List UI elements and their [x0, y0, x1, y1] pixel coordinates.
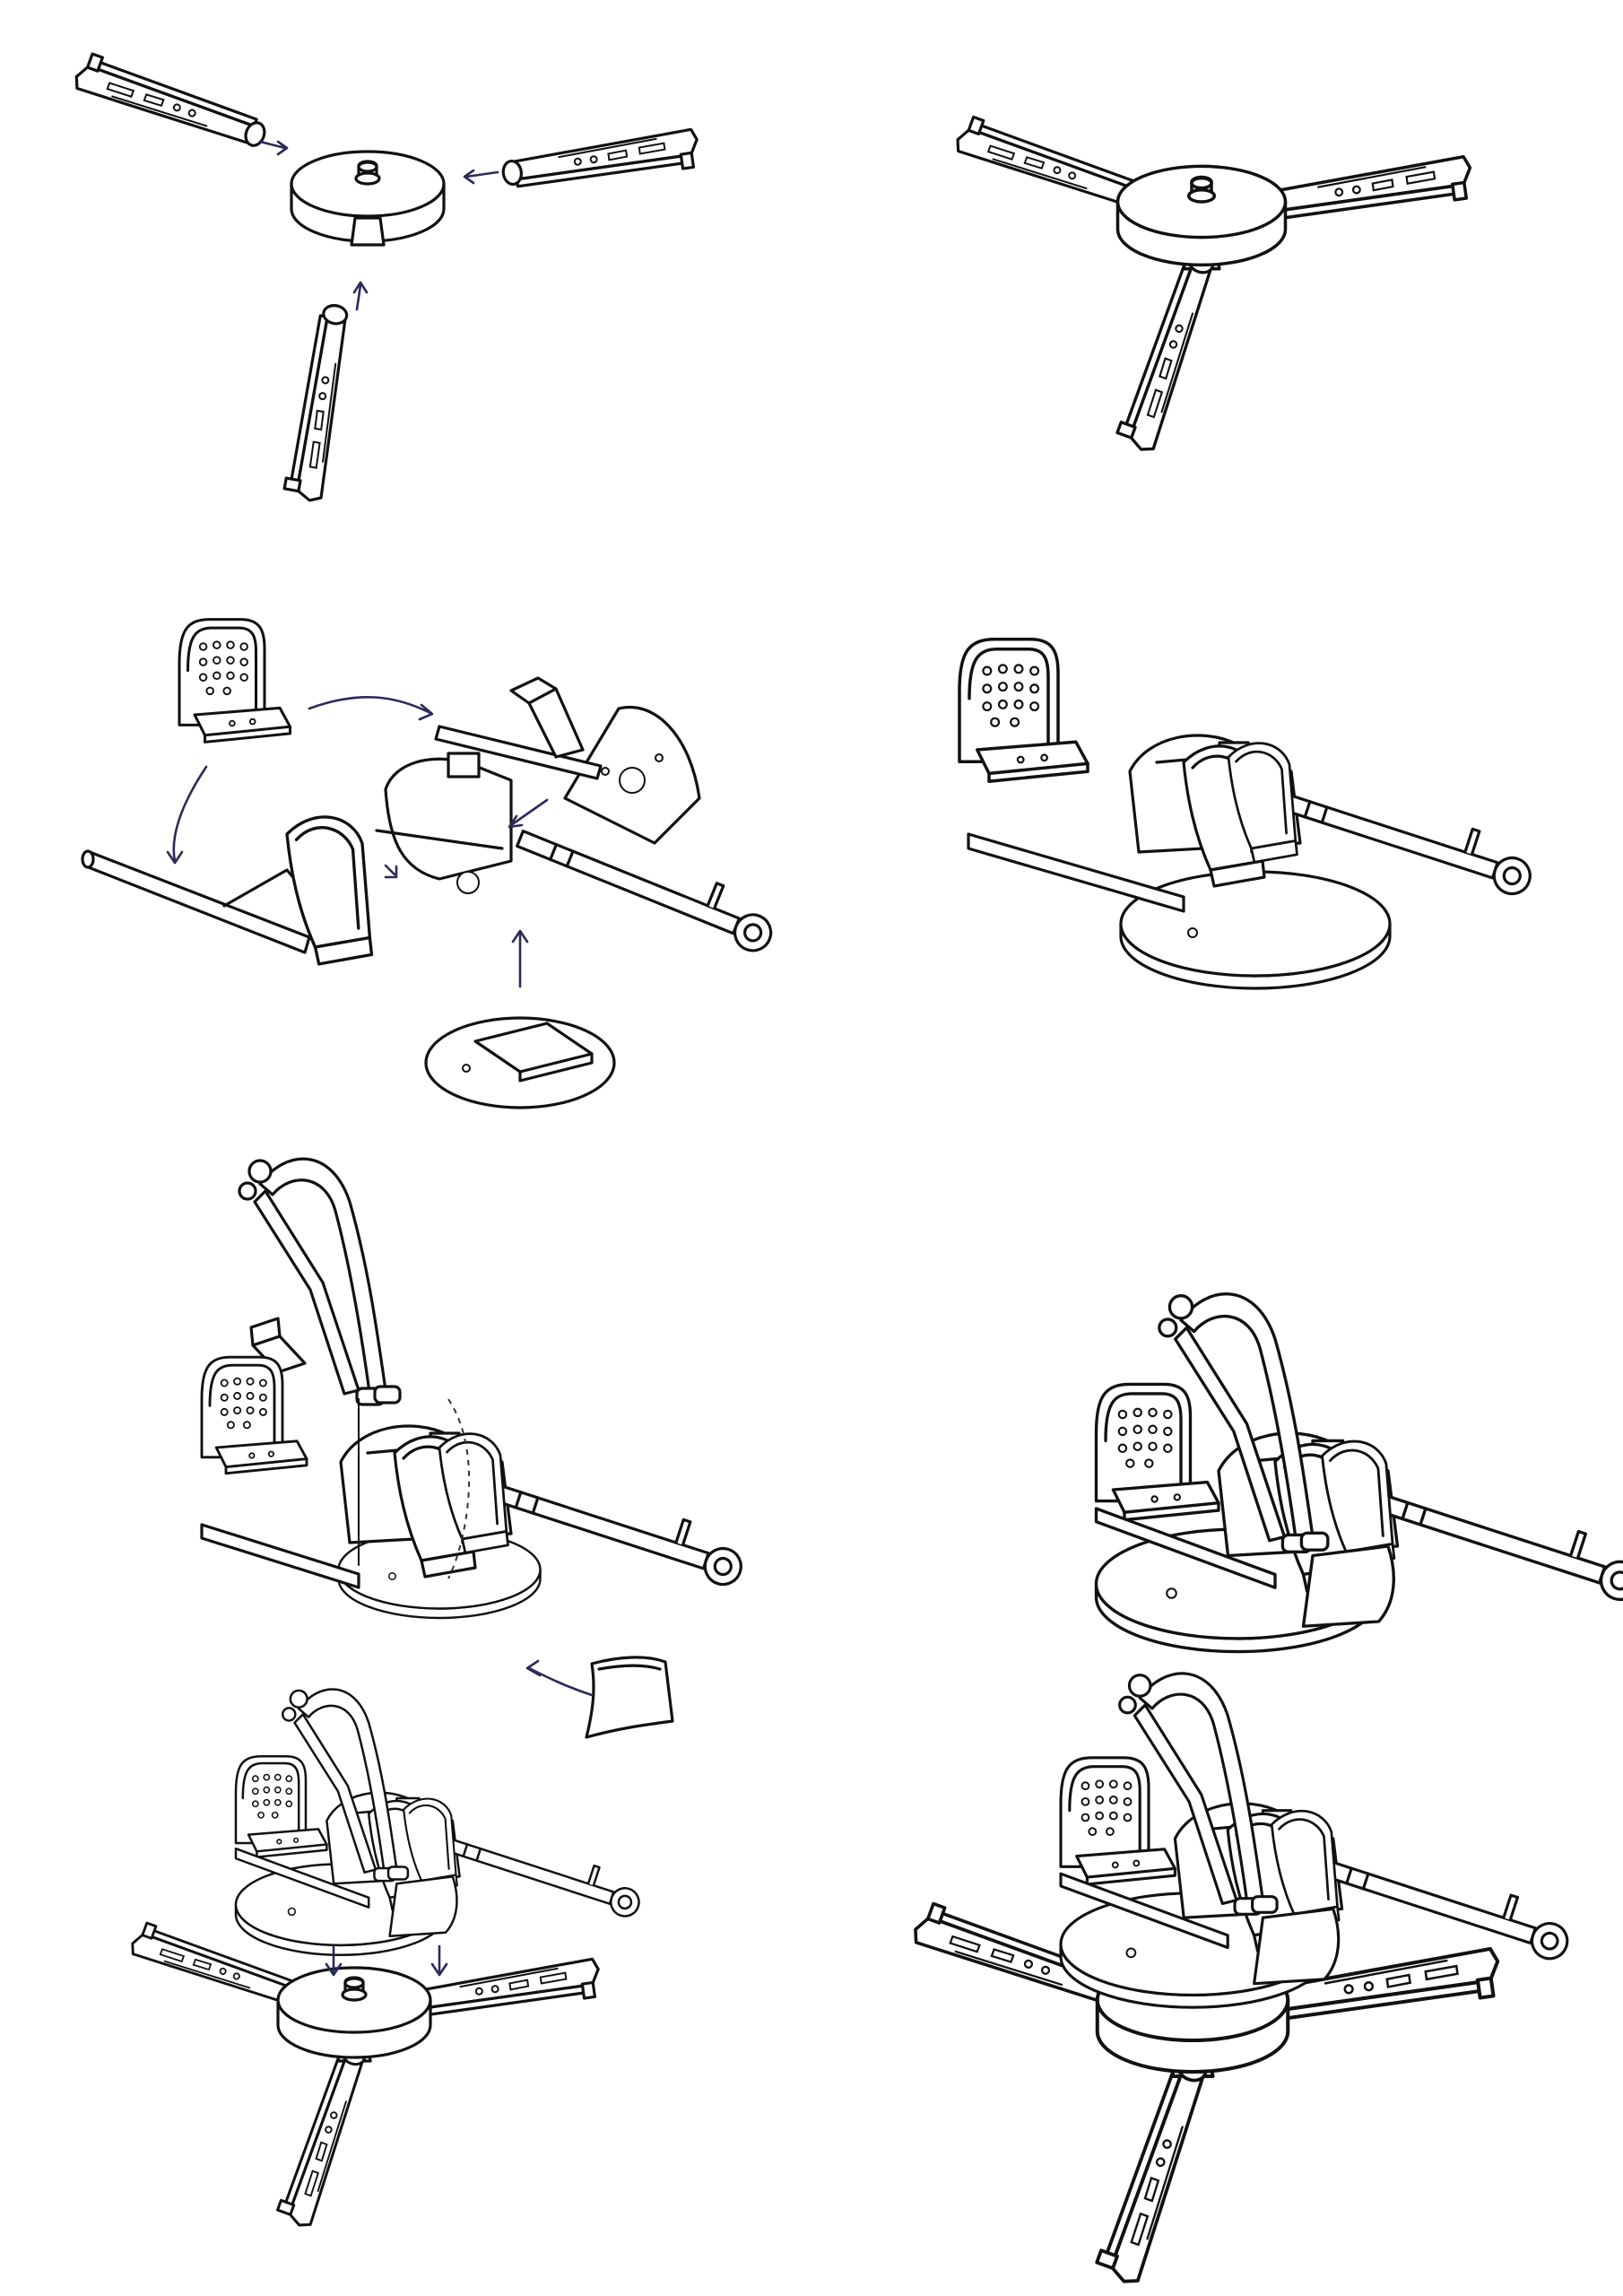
step-4-result-panel	[911, 1674, 1575, 2286]
seat-frame-rail	[81, 849, 311, 954]
assembly-arrows-step-1	[258, 140, 499, 311]
gun-on-platform-assembled	[958, 638, 1539, 990]
gun-assembly-part	[236, 1689, 646, 1954]
platform-disc-part	[424, 1016, 616, 1109]
gun-cradle-part	[375, 752, 513, 894]
step-1-result-panel	[954, 115, 1474, 454]
assembly-arrows-step-2	[166, 695, 549, 988]
assembly-arrows-step-3	[358, 1398, 594, 1697]
step-2-panel	[81, 618, 784, 1109]
tripod-base-disc	[290, 150, 446, 247]
step-3-panel	[200, 1157, 750, 1739]
armor-plate-part	[585, 1656, 674, 1739]
tripod-leg-left	[71, 49, 272, 156]
assembly-arrows-step-4	[325, 1944, 448, 1977]
tripod-assembled	[954, 115, 1474, 454]
gun-with-sight-arm-assembled	[1097, 1294, 1623, 1652]
step-1-panel	[71, 49, 702, 504]
tripod-leg-right	[499, 127, 702, 196]
step-2-result-panel	[958, 638, 1539, 990]
step-4-panel	[129, 1689, 646, 2228]
tripod-leg-front	[282, 300, 356, 504]
gun-with-seat-step-3	[200, 1355, 750, 1620]
breech-housing-part	[434, 676, 701, 845]
complete-gun-on-tripod	[911, 1674, 1575, 2286]
seat-part	[178, 618, 292, 744]
tripod-part-step-4	[129, 1921, 602, 2229]
step-3-result-panel	[1097, 1294, 1623, 1652]
